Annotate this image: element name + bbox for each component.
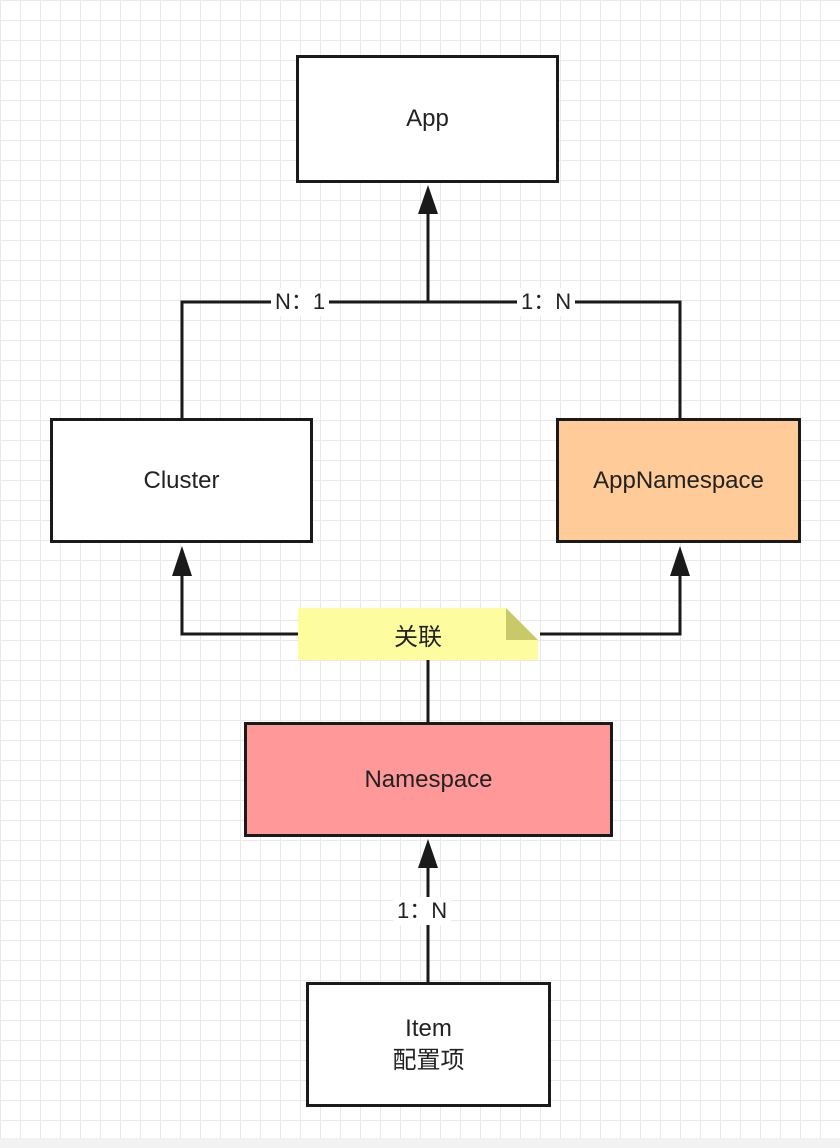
connector-note-to-cluster	[180, 576, 300, 636]
node-item-sublabel: 配置项	[392, 1046, 465, 1074]
node-app-namespace[interactable]: AppNamespace	[556, 418, 801, 543]
node-item-label: Item	[405, 1014, 452, 1042]
node-item[interactable]: Item 配置项	[306, 982, 551, 1107]
bottom-bar	[0, 1138, 840, 1148]
node-cluster[interactable]: Cluster	[50, 418, 313, 543]
node-app-namespace-label: AppNamespace	[593, 466, 764, 494]
edge-label-cluster-app: N：1	[271, 288, 330, 316]
arrowhead-to-namespace	[418, 839, 438, 868]
connector-cluster-to-app	[180, 300, 428, 418]
edge-label-appnamespace-app: 1：N	[517, 288, 576, 316]
edge-label-item-namespace: 1：N	[393, 897, 452, 925]
note-association-text: 关联	[394, 623, 442, 651]
node-cluster-label: Cluster	[143, 466, 220, 494]
node-app[interactable]: App	[296, 55, 559, 183]
arrowhead-to-app	[418, 185, 438, 214]
node-namespace-label: Namespace	[364, 765, 493, 793]
connector-note-to-appnamespace	[540, 576, 682, 636]
arrowhead-to-cluster	[172, 546, 192, 576]
arrowhead-to-appnamespace	[670, 546, 690, 576]
connector-appnamespace-to-app	[428, 300, 682, 418]
node-namespace[interactable]: Namespace	[244, 722, 613, 837]
node-app-label: App	[406, 105, 449, 132]
note-association[interactable]: 关联	[298, 608, 538, 660]
